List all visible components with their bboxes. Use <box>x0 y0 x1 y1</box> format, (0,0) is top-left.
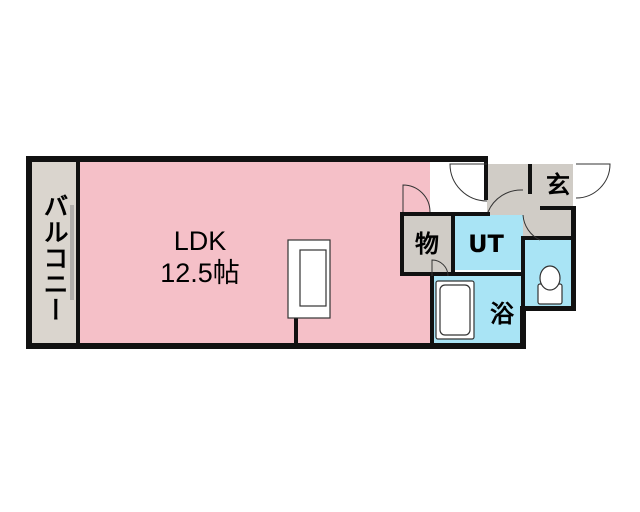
balcony-window <box>70 205 74 300</box>
bath-label: 浴 <box>490 300 515 328</box>
toilet-fixture <box>537 265 563 305</box>
kitchen-unit <box>287 239 331 319</box>
storage-area <box>403 215 453 275</box>
door-swings <box>402 163 611 277</box>
entrance-area <box>487 164 573 240</box>
ldk-label: LDK <box>174 226 227 256</box>
balcony-area <box>30 160 80 345</box>
walls <box>26 156 576 349</box>
ldk-area <box>80 160 430 345</box>
bathtub <box>435 280 475 340</box>
utility-area <box>453 215 523 270</box>
entrance-label: 玄 <box>546 171 570 199</box>
utility-label: UT <box>468 230 504 258</box>
ldk-area-label: 12.5帖 <box>160 258 240 288</box>
storage-label: 物 <box>415 230 439 258</box>
balcony-label: バルコニー <box>40 193 69 323</box>
